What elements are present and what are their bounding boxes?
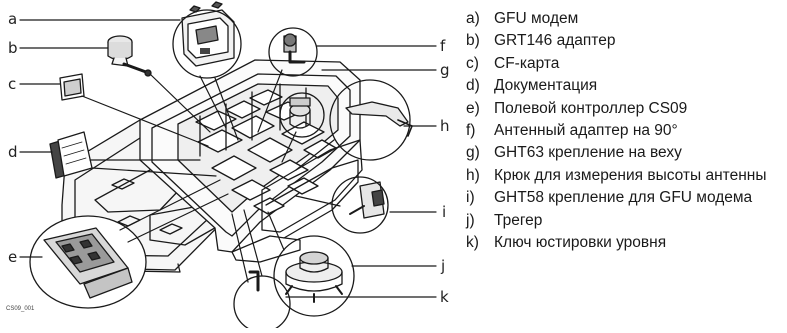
adjusting-key-illustration bbox=[250, 272, 258, 290]
gfu-modem-illustration bbox=[182, 2, 234, 66]
legend-text: Полевой контроллер CS09 bbox=[494, 98, 784, 120]
legend-text: Ключ юстировки уровня bbox=[494, 232, 784, 254]
legend-item: d)Документация bbox=[466, 75, 784, 97]
callout-i: i bbox=[442, 203, 446, 221]
legend-key: g) bbox=[466, 142, 494, 164]
legend-key: e) bbox=[466, 98, 494, 120]
legend-key: b) bbox=[466, 30, 494, 52]
legend-item: e)Полевой контроллер CS09 bbox=[466, 98, 784, 120]
legend-item: f)Антенный адаптер на 90° bbox=[466, 120, 784, 142]
case-contents-diagram: a b c d e f g h i j k CS09_001 bbox=[0, 0, 450, 328]
antenna-adapter-90-illustration bbox=[284, 34, 304, 62]
legend-text: CF-карта bbox=[494, 53, 784, 75]
callout-b: b bbox=[8, 39, 18, 57]
legend-item: h)Крюк для измерения высоты антенны bbox=[466, 165, 784, 187]
legend-text: Документация bbox=[494, 75, 784, 97]
legend-text: GRT146 адаптер bbox=[494, 30, 784, 52]
legend-item: a)GFU модем bbox=[466, 8, 784, 30]
callout-k: k bbox=[440, 288, 449, 306]
legend-item: c)CF-карта bbox=[466, 53, 784, 75]
legend-key: a) bbox=[466, 8, 494, 30]
legend-item: j)Трегер bbox=[466, 210, 784, 232]
legend-item: i)GHT58 крепление для GFU модема bbox=[466, 187, 784, 209]
legend-item: k)Ключ юстировки уровня bbox=[466, 232, 784, 254]
figure-code: CS09_001 bbox=[6, 306, 34, 312]
legend-key: d) bbox=[466, 75, 494, 97]
callout-f: f bbox=[440, 37, 446, 55]
cs09-controller-illustration bbox=[30, 216, 146, 308]
legend-key: i) bbox=[466, 187, 494, 209]
legend-text: Крюк для измерения высоты антенны bbox=[494, 165, 784, 187]
callout-a: a bbox=[8, 10, 17, 28]
legend-text: GHT63 крепление на веху bbox=[494, 142, 784, 164]
legend-text: GHT58 крепление для GFU модема bbox=[494, 187, 784, 209]
callout-g: g bbox=[440, 61, 450, 79]
ght58-bracket-illustration bbox=[350, 182, 384, 218]
legend-key: k) bbox=[466, 232, 494, 254]
legend-text: Трегер bbox=[494, 210, 784, 232]
grt146-adapter-illustration bbox=[108, 36, 151, 76]
cf-card-illustration bbox=[60, 74, 84, 100]
callout-h: h bbox=[440, 117, 450, 135]
legend-item: b)GRT146 адаптер bbox=[466, 30, 784, 52]
legend-text: Антенный адаптер на 90° bbox=[494, 120, 784, 142]
legend-key: f) bbox=[466, 120, 494, 142]
callout-d: d bbox=[8, 143, 18, 161]
legend-key: h) bbox=[466, 165, 494, 187]
callout-j: j bbox=[440, 257, 445, 275]
callout-c: c bbox=[8, 75, 16, 93]
legend-text: GFU модем bbox=[494, 8, 784, 30]
callout-e: e bbox=[8, 248, 17, 266]
legend-key: j) bbox=[466, 210, 494, 232]
legend-key: c) bbox=[466, 53, 494, 75]
tribrach-illustration bbox=[286, 252, 342, 302]
legend-item: g)GHT63 крепление на веху bbox=[466, 142, 784, 164]
